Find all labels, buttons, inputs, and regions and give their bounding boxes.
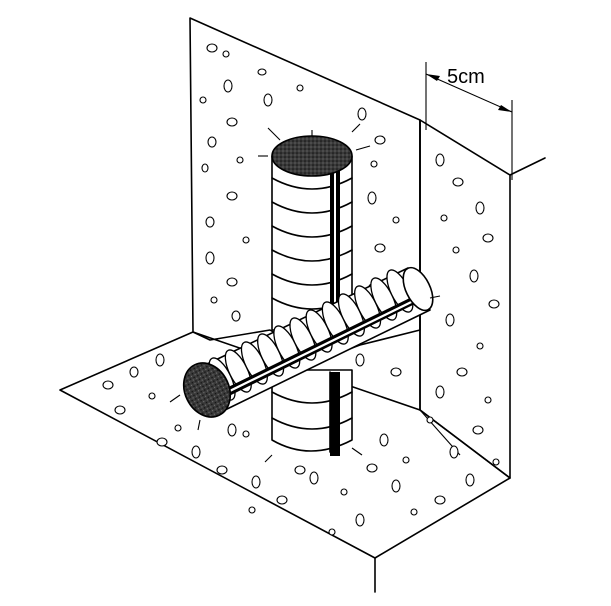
concrete-aggregate bbox=[102, 43, 500, 536]
right-wall-top-extension bbox=[509, 157, 546, 176]
dimension-label: 5cm bbox=[447, 66, 485, 88]
horizontal-rebar-end-cap bbox=[182, 362, 232, 418]
floor-slab bbox=[59, 331, 511, 559]
dimension-callout: 5cm bbox=[425, 62, 513, 180]
horizontal-rebar bbox=[169, 266, 441, 431]
vertical-rebar-lower bbox=[264, 369, 363, 463]
vertical-rebar-end-cap bbox=[271, 135, 353, 177]
